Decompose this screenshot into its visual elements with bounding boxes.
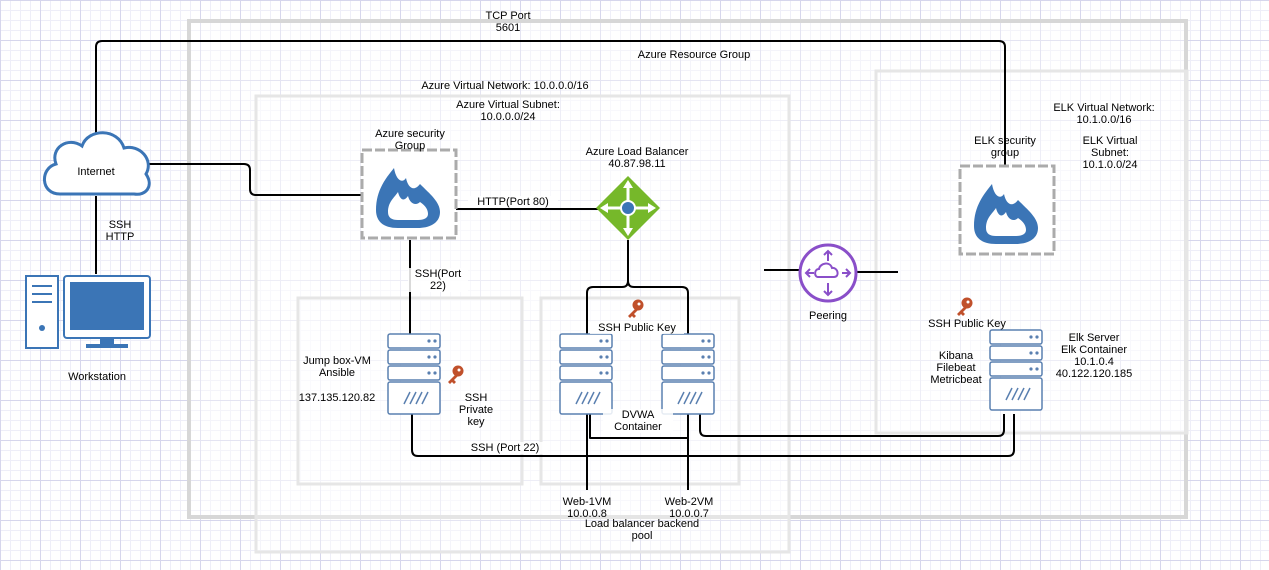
elk-vnet-label: ELK Virtual Network:10.1.0.0/16 [1053,102,1155,126]
peering-label: Peering [809,310,847,322]
elk-server-icon [989,329,1043,411]
nsg-firewall-icon [360,148,458,240]
peering-icon [798,243,858,303]
workstation-label: Workstation [68,371,126,383]
elk-nsg-firewall-icon [958,164,1056,256]
web1-server-icon [559,333,613,415]
load-balancer-icon [596,176,660,240]
jumpbox-to-elk-connector [411,414,1015,457]
subnet-label: Azure Virtual Subnet:10.0.0.0/24 [456,99,560,123]
ssh-port22-bottom-label: SSH (Port 22) [462,442,548,454]
web2-to-elk-connector [699,414,1005,437]
computer-icon [25,275,151,349]
web2-server-icon [661,333,715,415]
tcp-5601-connector [95,40,1006,170]
vnet-label: Azure Virtual Network: 10.0.0.0/16 [421,80,589,92]
resource-group-label: Azure Resource Group [637,49,751,61]
ssh-public-key-elk-label: SSH Public Key [928,318,1006,330]
cloud-icon [43,131,151,196]
internet-to-nsg-connector [144,163,362,196]
jumpbox-server-icon [387,333,441,415]
http-port-label: HTTP(Port 80) [468,196,558,208]
jumpbox-ip-label: 137.135.120.82 [298,392,376,404]
lb-to-web2-connector [627,280,689,334]
ssh-public-key-web-label: SSH Public Key [590,322,684,334]
internet-label: Internet [77,166,115,178]
